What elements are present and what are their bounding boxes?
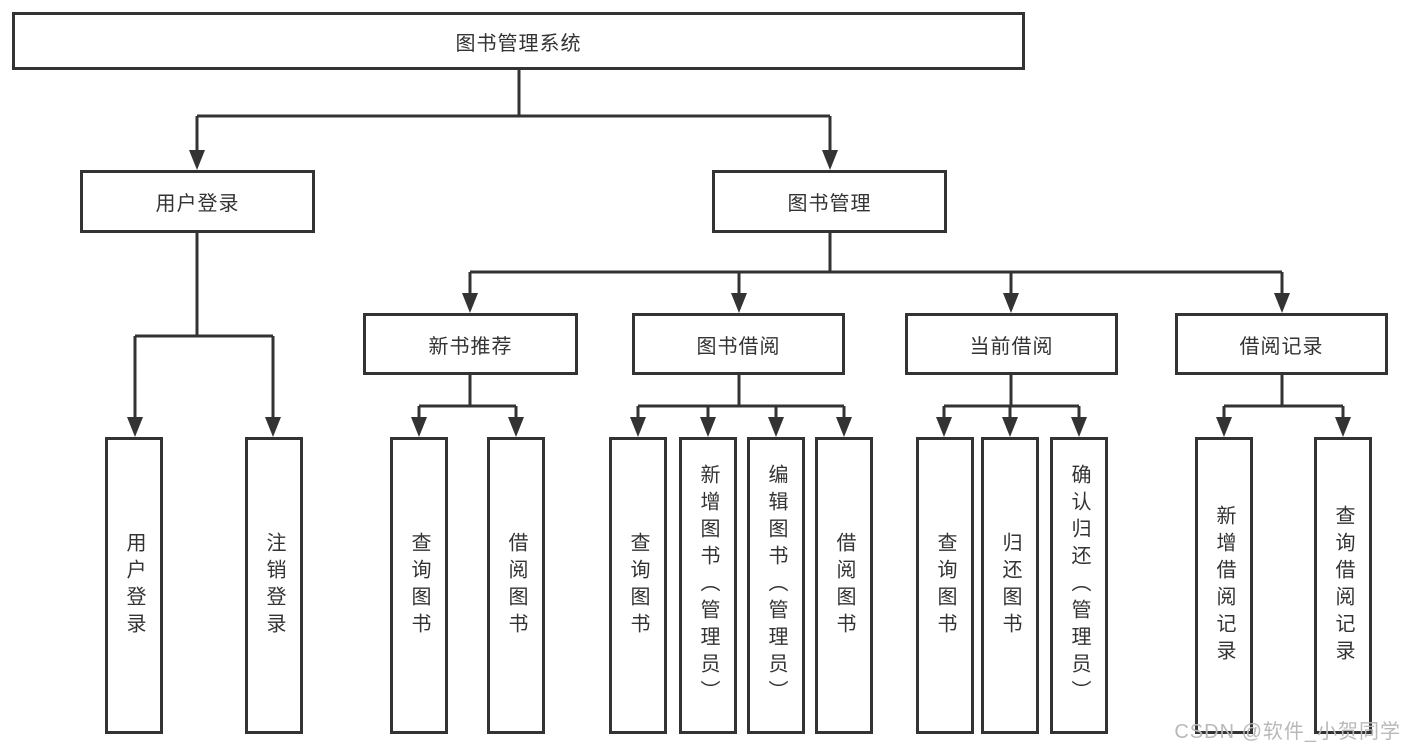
leaf-user-login: 用户登录 bbox=[105, 437, 163, 734]
arrowheads bbox=[127, 150, 1351, 437]
node-label: 图书管理 bbox=[787, 193, 872, 215]
node-new-book-recommendation: 新书推荐 bbox=[363, 313, 578, 375]
leaf-label: 用户登录 bbox=[123, 531, 145, 640]
node-current-borrowing: 当前借阅 bbox=[905, 313, 1118, 375]
node-label: 新书推荐 bbox=[428, 335, 513, 358]
leaf-nbr-query-books: 查询图书 bbox=[390, 437, 448, 734]
leaf-label: 查询图书 bbox=[934, 531, 956, 640]
node-library-management-system: 图书管理系统 bbox=[12, 12, 1025, 70]
node-label: 当前借阅 bbox=[969, 335, 1054, 358]
leaf-cb-query-books: 查询图书 bbox=[916, 437, 974, 734]
leaf-label: 新增借阅记录 bbox=[1213, 504, 1235, 667]
node-book-management: 图书管理 bbox=[712, 170, 947, 233]
node-label: 借阅记录 bbox=[1239, 335, 1324, 358]
leaf-label: 归还图书 bbox=[999, 531, 1021, 640]
leaf-label: 查询图书 bbox=[627, 531, 649, 640]
leaf-bb-add-books-admin: 新增图书（管理员） bbox=[679, 437, 737, 734]
leaf-bb-borrow-books: 借阅图书 bbox=[815, 437, 873, 734]
leaf-label: 查询借阅记录 bbox=[1332, 504, 1354, 667]
leaf-logout-login: 注销登录 bbox=[245, 437, 303, 734]
leaf-label: 编辑图书（管理员） bbox=[765, 464, 787, 707]
leaf-bb-query-books: 查询图书 bbox=[609, 437, 667, 734]
node-user-login: 用户登录 bbox=[80, 170, 315, 233]
leaf-label: 确认归还（管理员） bbox=[1068, 464, 1090, 707]
node-label: 图书管理系统 bbox=[455, 32, 582, 55]
leaf-bb-edit-books-admin: 编辑图书（管理员） bbox=[747, 437, 805, 734]
leaf-br-query-borrow-record: 查询借阅记录 bbox=[1314, 437, 1372, 734]
leaf-label: 借阅图书 bbox=[833, 531, 855, 640]
leaf-label: 借阅图书 bbox=[505, 531, 527, 640]
node-label: 用户登录 bbox=[155, 193, 240, 215]
leaf-cb-return-books: 归还图书 bbox=[981, 437, 1039, 734]
leaf-nbr-borrow-books: 借阅图书 bbox=[487, 437, 545, 734]
leaf-label: 查询图书 bbox=[408, 531, 430, 640]
leaf-br-add-borrow-record: 新增借阅记录 bbox=[1195, 437, 1253, 734]
leaf-cb-confirm-return-admin: 确认归还（管理员） bbox=[1050, 437, 1108, 734]
node-label: 图书借阅 bbox=[696, 335, 781, 358]
leaf-label: 注销登录 bbox=[263, 531, 285, 640]
leaf-label: 新增图书（管理员） bbox=[697, 464, 719, 707]
csdn-watermark: CSDN @软件_小贺同学 bbox=[1174, 721, 1401, 743]
node-book-borrowing: 图书借阅 bbox=[632, 313, 845, 375]
node-borrowing-records: 借阅记录 bbox=[1175, 313, 1388, 375]
